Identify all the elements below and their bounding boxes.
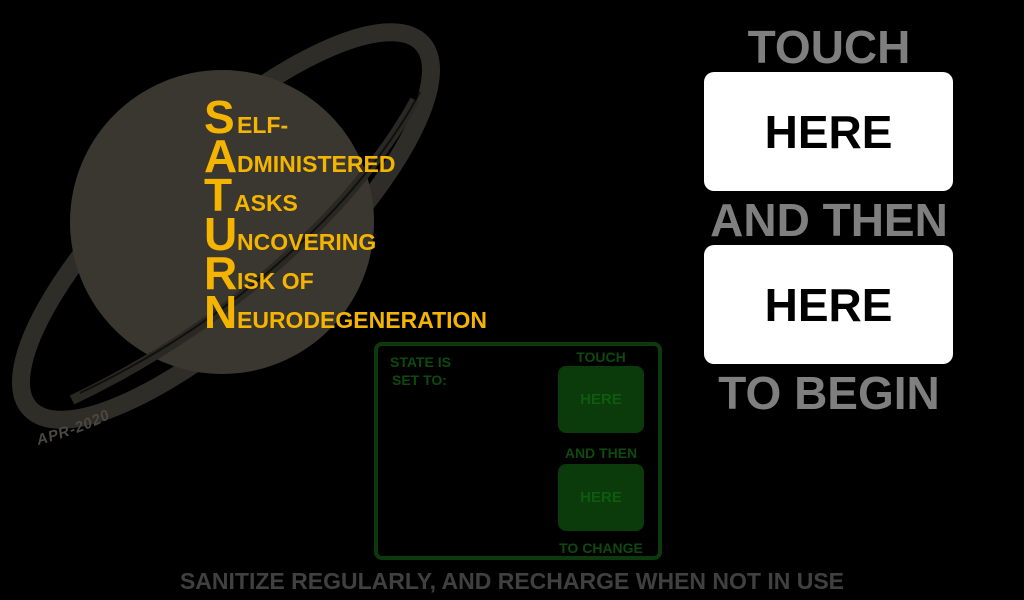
- acronym-word: ELF-: [237, 112, 289, 138]
- acronym-letter: U: [204, 208, 238, 260]
- acronym-letter: R: [204, 247, 238, 299]
- acronym-letter: T: [204, 169, 233, 221]
- acronym-letter: N: [204, 286, 238, 338]
- acronym-word: DMINISTERED: [237, 151, 396, 177]
- acronym-word: NCOVERING: [237, 229, 377, 255]
- state-to-change-label: TO CHANGE: [559, 540, 643, 556]
- start-first-button[interactable]: HERE: [704, 72, 953, 191]
- start-and-then-label: AND THEN: [710, 194, 948, 246]
- acronym-letter: A: [204, 130, 238, 182]
- saturn-logo: APR-2020: [12, 23, 440, 449]
- state-label-line1: STATE IS: [390, 354, 451, 370]
- state-label-line2: SET TO:: [392, 372, 447, 388]
- state-first-button[interactable]: HERE: [558, 366, 644, 433]
- start-touch-label: TOUCH: [747, 21, 911, 73]
- state-touch-label: TOUCH: [576, 349, 626, 365]
- start-second-button[interactable]: HERE: [704, 245, 953, 364]
- state-and-then-label: AND THEN: [564, 445, 638, 461]
- state-second-button[interactable]: HERE: [558, 464, 644, 531]
- acronym-word: ASKS: [234, 190, 298, 216]
- acronym-letter: S: [204, 91, 235, 143]
- acronym-word: EURODEGENERATION: [237, 307, 488, 333]
- saturn-planet-body: [70, 70, 374, 374]
- state-panel: STATE IS SET TO: TOUCH HERE AND THEN HER…: [374, 342, 662, 560]
- acronym-word: ISK OF: [237, 268, 314, 294]
- footer-notice: SANITIZE REGULARLY, AND RECHARGE WHEN NO…: [179, 568, 845, 594]
- start-to-begin-label: TO BEGIN: [718, 367, 940, 419]
